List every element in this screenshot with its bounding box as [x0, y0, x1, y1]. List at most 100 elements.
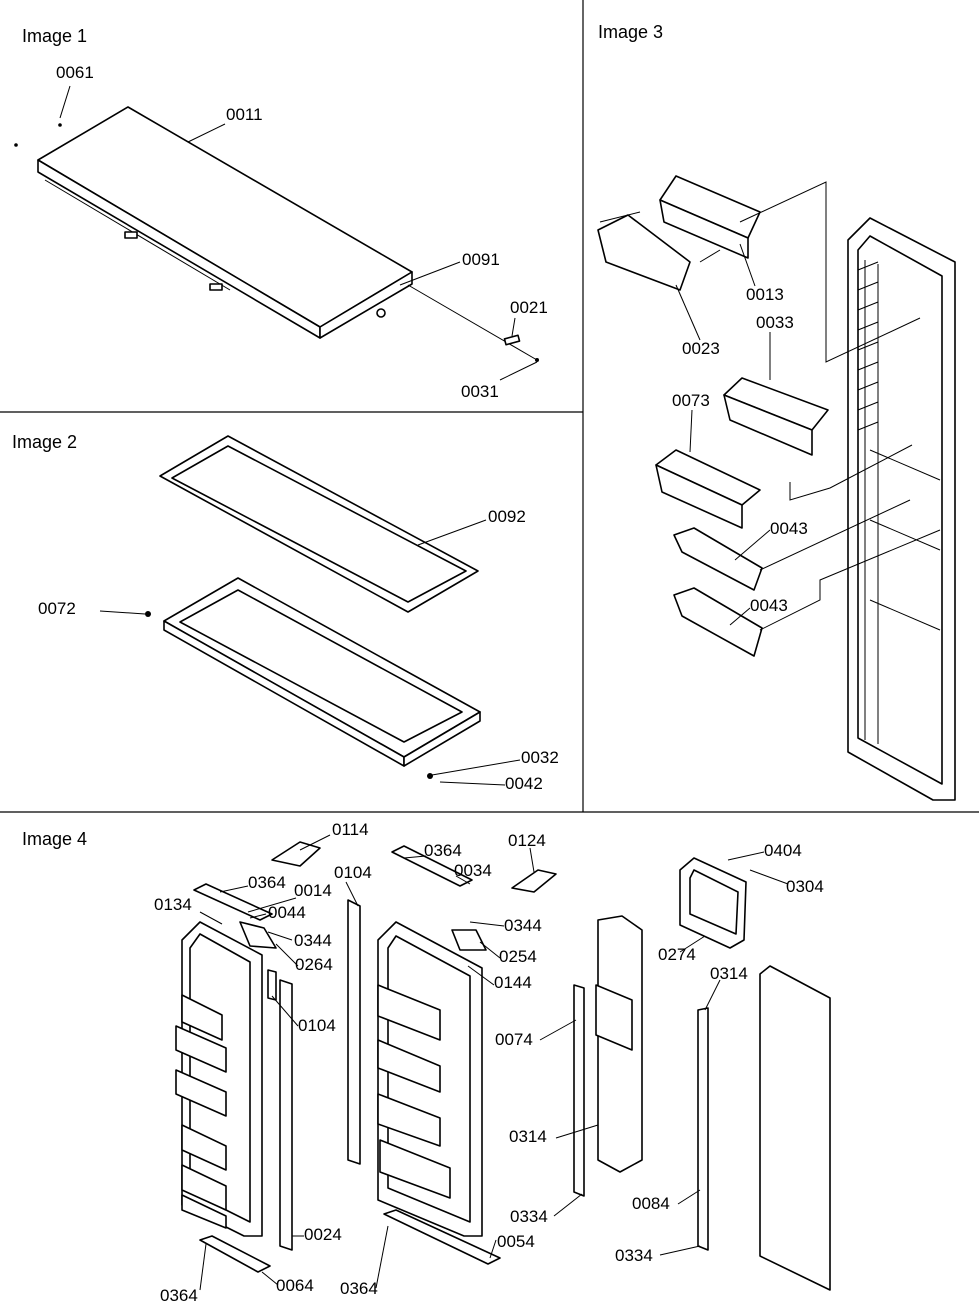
callout: 0134	[154, 895, 192, 914]
callout: 0404	[764, 841, 802, 860]
shelf-assembly	[14, 106, 539, 362]
callout: 0304	[786, 877, 824, 896]
screw-0032	[427, 773, 433, 779]
shelf-frame-side	[403, 711, 481, 767]
guide-line	[789, 444, 913, 501]
hinge-cover-0124	[511, 869, 557, 893]
labels-image-3: 0013 0023 0033 0073 0043 0043	[672, 243, 808, 626]
callout: 0023	[682, 339, 720, 358]
screw-0061	[14, 143, 18, 147]
guide-line	[759, 529, 941, 631]
callout: 0031	[461, 382, 499, 401]
callout: 0124	[508, 831, 546, 850]
callout: 0364	[160, 1286, 198, 1305]
glass-shelf-assembly	[145, 435, 481, 779]
callout: 0344	[294, 931, 332, 950]
door-bins-assembly	[597, 175, 956, 801]
fresh-bin	[377, 984, 441, 1041]
callout: 0042	[505, 774, 543, 793]
freezer-bin	[181, 1164, 227, 1211]
outer-door-panel	[759, 965, 831, 1291]
shelf-clip	[209, 283, 223, 291]
callout: 0044	[268, 903, 306, 922]
hinge-cover-0114	[271, 841, 321, 867]
callout: 0061	[56, 63, 94, 82]
callout: 0033	[756, 313, 794, 332]
labels-image-1: 0061 0011 0091 0021 0031	[56, 63, 548, 401]
callout: 0032	[521, 748, 559, 767]
gasket-0024	[279, 979, 293, 1251]
callout: 0054	[497, 1232, 535, 1251]
cover-0023	[597, 214, 691, 291]
door-inner	[857, 235, 943, 785]
callout: 0013	[746, 285, 784, 304]
callout: 0344	[504, 916, 542, 935]
glass-panel-inner	[171, 445, 467, 603]
callout: 0074	[495, 1030, 533, 1049]
strip-0104	[267, 969, 277, 1001]
panel-title-2: Image 2	[12, 432, 77, 452]
freezer-bin	[175, 1025, 227, 1073]
callout: 0072	[38, 599, 76, 618]
freezer-bin	[181, 1124, 227, 1171]
callout: 0254	[499, 947, 537, 966]
labels-image-2: 0092 0072 0032 0042	[38, 507, 559, 793]
strip-0104-mid	[347, 899, 361, 1165]
callout: 0043	[770, 519, 808, 538]
hinge-0254	[451, 929, 487, 951]
trim-0074	[573, 984, 585, 1197]
fresh-bin	[377, 1093, 441, 1147]
labels-image-4: 0114 0364 0124 0034 0404 0304 0104 0014 …	[154, 820, 824, 1305]
top-cap-0034	[391, 845, 473, 887]
screw-0072	[145, 611, 151, 617]
callout: 0334	[615, 1246, 653, 1265]
shelf-frame-inner	[179, 589, 463, 743]
bottom-cap-0054	[383, 1209, 501, 1265]
doors-assembly	[175, 841, 831, 1291]
freezer-bin	[181, 1194, 227, 1229]
screw-top	[58, 123, 62, 127]
shelf-side-edge	[319, 271, 413, 339]
callout: 0011	[226, 105, 263, 124]
door-rail-ticks	[857, 261, 879, 431]
dispenser-recess	[595, 984, 633, 1051]
callout: 0314	[710, 964, 748, 983]
callout: 0021	[510, 298, 548, 317]
callout: 0114	[332, 820, 369, 839]
callout: 0104	[298, 1016, 336, 1035]
callout: 0024	[304, 1225, 342, 1244]
shelf-rod-0091	[407, 284, 538, 361]
panel-title-4: Image 4	[22, 829, 87, 849]
rod-clip-0021	[503, 334, 521, 346]
callout: 0264	[295, 955, 333, 974]
callout: 0043	[750, 596, 788, 615]
bin-0043-upper	[673, 527, 763, 591]
callout: 0064	[276, 1276, 314, 1295]
callout: 0091	[462, 250, 500, 269]
callout: 0104	[334, 863, 372, 882]
bin-0073-front	[655, 464, 743, 529]
callout: 0014	[294, 881, 332, 900]
bottom-cap-0364	[199, 1235, 271, 1273]
panel-0274-inner	[689, 869, 739, 935]
callout: 0334	[510, 1207, 548, 1226]
trim-0084	[697, 1007, 709, 1251]
rod-end-0031	[535, 358, 539, 362]
freezer-bin	[181, 994, 223, 1041]
callout: 0364	[248, 873, 286, 892]
callout: 0084	[632, 1194, 670, 1213]
callout: 0364	[424, 841, 462, 860]
bin-0013-front	[659, 199, 749, 259]
shelf-top	[37, 106, 413, 328]
callout: 0034	[454, 861, 492, 880]
bin-0033-front	[723, 394, 813, 456]
panel-title-3: Image 3	[598, 22, 663, 42]
panel-title-1: Image 1	[22, 26, 87, 46]
callout: 0314	[509, 1127, 547, 1146]
callout: 0144	[494, 973, 532, 992]
hinge-0264	[239, 921, 277, 949]
freezer-bin	[175, 1069, 227, 1117]
bin-0043-lower	[673, 587, 763, 657]
